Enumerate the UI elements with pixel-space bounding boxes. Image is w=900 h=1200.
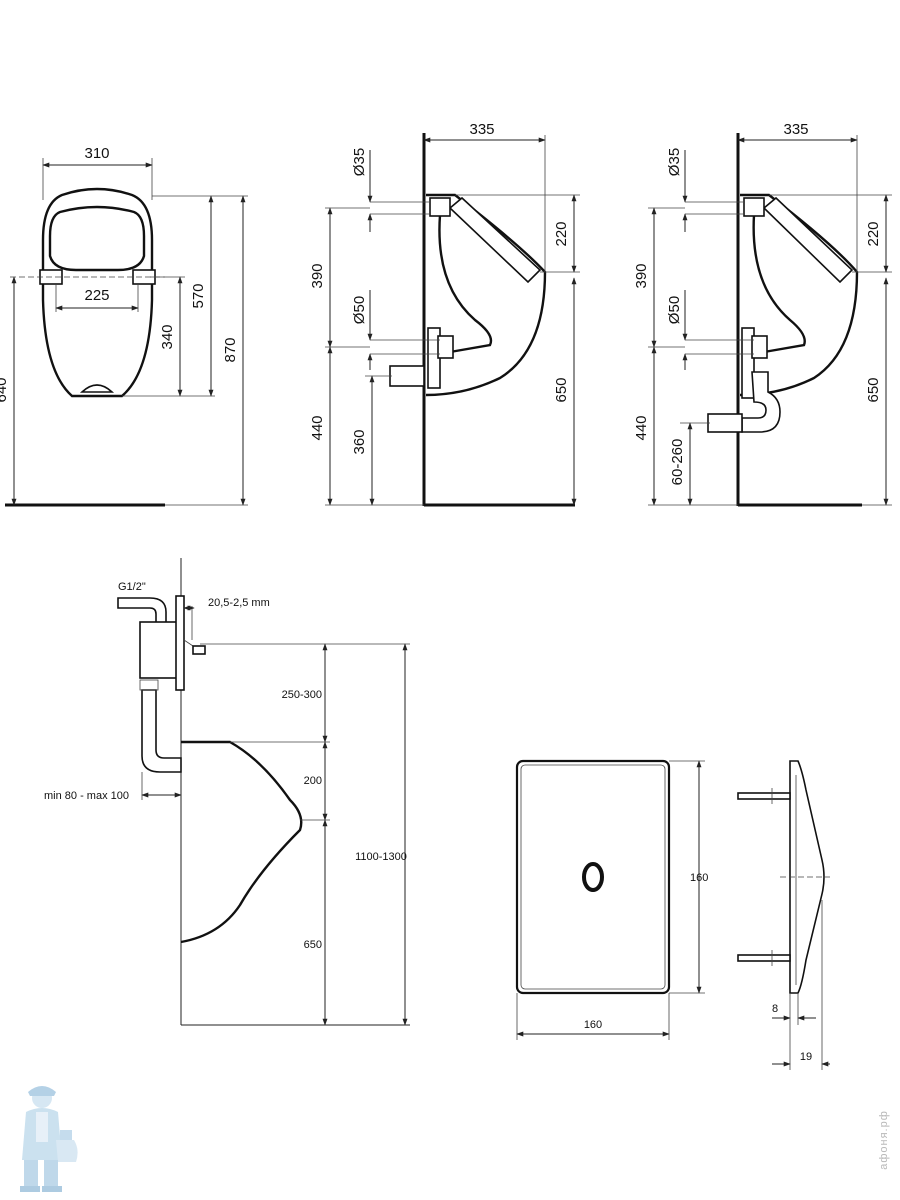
- dim-outlet-dia-50: Ø50: [666, 296, 683, 324]
- sensor-window-icon: [582, 862, 604, 892]
- dim-h-250-300: 250-300: [282, 689, 322, 701]
- dim-height-390: 390: [633, 263, 650, 288]
- dim-offset: min 80 - max 100: [44, 790, 129, 802]
- flush-plate-side: 8 19: [737, 760, 830, 1070]
- dim-plate-height: 160: [690, 872, 708, 884]
- dim-height-360: 360: [351, 429, 368, 454]
- urinal-side-inner: [438, 214, 493, 354]
- mounting-bolt-bottom: [737, 954, 791, 962]
- dim-width-310: 310: [84, 145, 109, 162]
- dim-height-340: 340: [159, 324, 176, 349]
- dim-depth-335: 335: [783, 121, 808, 138]
- inlet-connector: [429, 197, 451, 217]
- dim-inlet-dia-35: Ø35: [351, 148, 368, 176]
- dim-plate-depth-19: 19: [800, 1051, 812, 1063]
- inlet-connector: [743, 197, 765, 217]
- dim-height-650: 650: [553, 377, 570, 402]
- urinal-side-outline: [425, 193, 547, 397]
- outlet-connector: [751, 335, 768, 359]
- drain-slot: [79, 384, 115, 393]
- dim-height-390: 390: [309, 263, 326, 288]
- dim-hole-spacing-225: 225: [84, 287, 109, 304]
- dim-height-440: 440: [309, 415, 326, 440]
- spreader-pipe: [448, 196, 542, 284]
- sensor-cable: [192, 645, 206, 655]
- dim-inlet-dia-35: Ø35: [666, 148, 683, 176]
- urinal-front-outline: [41, 187, 154, 398]
- dim-height-640: 640: [0, 377, 10, 402]
- installation-view: G1/2" 20,5-2,5 mm 250-300 200 650 1100-1…: [44, 558, 410, 1026]
- mounting-plate: [175, 595, 185, 691]
- mounting-bolt-top: [737, 792, 791, 800]
- drain-pipe: [707, 413, 743, 433]
- dim-outlet-dia-50: Ø50: [351, 296, 368, 324]
- outlet-bracket: [741, 327, 755, 399]
- label-pipe-thread: G1/2": [118, 581, 146, 593]
- dim-plate-width: 160: [584, 1019, 602, 1031]
- flush-plate-front: 160 160: [515, 759, 708, 1040]
- front-view: 310 225 340 570 870 640: [0, 145, 248, 507]
- drain-pipe: [389, 365, 425, 387]
- urinal-profile: [180, 740, 303, 944]
- supply-pipe: [117, 597, 167, 625]
- outlet-connector: [437, 335, 454, 359]
- watermark-text: афоня.рф: [878, 1110, 890, 1170]
- urinal-front-rim: [48, 205, 146, 272]
- urinal-side-outline: [739, 193, 859, 397]
- side-view-b: 335 Ø35 Ø50 390 440 60-260 220 650: [633, 121, 892, 507]
- dim-height-220: 220: [553, 221, 570, 246]
- spreader-pipe: [762, 196, 854, 284]
- flush-plate-inner: [520, 764, 666, 990]
- dim-height-650: 650: [865, 377, 882, 402]
- dim-height-870: 870: [222, 337, 239, 362]
- flush-pipe: [141, 689, 182, 773]
- urinal-side-inner: [752, 214, 806, 354]
- plumber-logo: [20, 1086, 78, 1192]
- dim-wall-range: 20,5-2,5 mm: [208, 597, 270, 609]
- dim-height-440: 440: [633, 415, 650, 440]
- dim-depth-335: 335: [469, 121, 494, 138]
- dim-h-200: 200: [304, 775, 322, 787]
- dim-plate-depth-8: 8: [772, 1003, 778, 1015]
- side-view-a: 335 Ø35 Ø50 390 440 360 220 650: [309, 121, 580, 507]
- dim-height-220: 220: [865, 221, 882, 246]
- dim-h-total: 1100-1300: [355, 851, 407, 863]
- dim-height-60-260: 60-260: [669, 439, 686, 486]
- valve-box: [139, 621, 179, 679]
- dim-height-570: 570: [190, 283, 207, 308]
- dim-h-650: 650: [304, 939, 322, 951]
